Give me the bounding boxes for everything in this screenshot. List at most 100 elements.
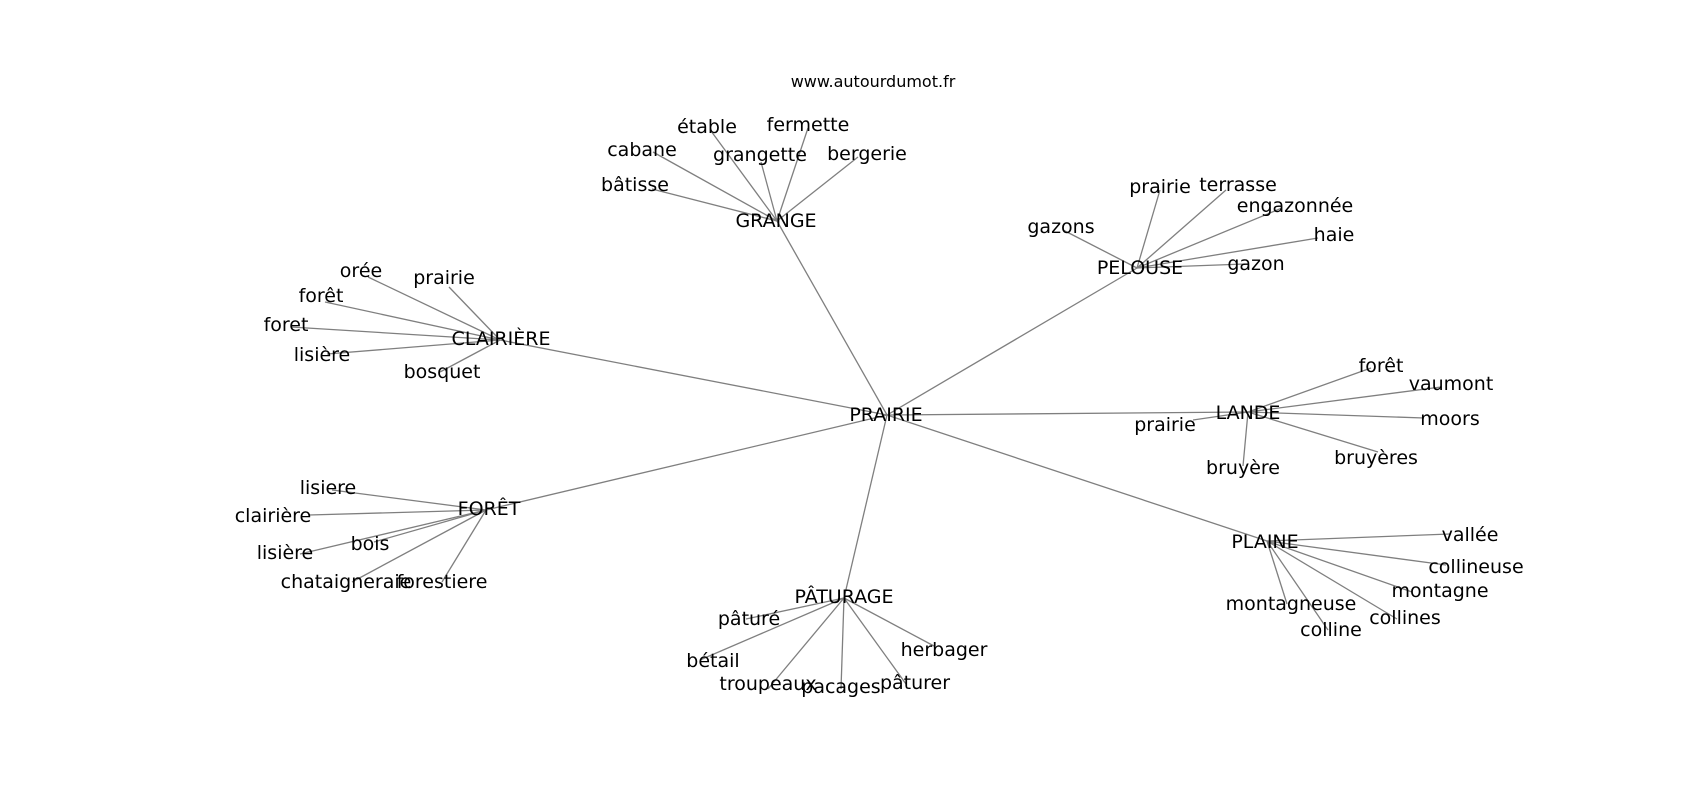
edge-paturage-to-paturer xyxy=(843,597,907,685)
node-label-foret-lande: forêt xyxy=(1359,355,1404,377)
edge-pelouse-to-terrasse xyxy=(1136,189,1227,269)
node-label-etable: étable xyxy=(677,116,737,138)
node-label-lande: LANDE xyxy=(1216,402,1281,424)
node-label-clairiere-leaf: clairière xyxy=(235,505,312,527)
node-label-bergerie: bergerie xyxy=(827,143,907,165)
edge-clairiere-to-bosquet xyxy=(439,339,501,373)
edge-clairiere-to-lisiere-clairiere xyxy=(326,339,501,355)
edge-foret-hub-to-forestiere xyxy=(441,509,487,583)
node-label-prairie-clairiere: prairie xyxy=(413,267,475,289)
node-label-paturer: pâturer xyxy=(880,672,950,694)
edges-layer xyxy=(290,127,1451,690)
edge-grange-to-grangette xyxy=(760,161,778,222)
edge-prairie-center-to-pelouse xyxy=(886,267,1138,416)
edge-lande-to-moors xyxy=(1247,411,1425,419)
edge-prairie-center-to-plaine xyxy=(886,414,1268,542)
node-label-troupeaux: troupeaux xyxy=(719,673,816,695)
edge-plaine-to-vallee xyxy=(1266,533,1451,542)
node-label-gazons: gazons xyxy=(1027,216,1094,238)
node-label-herbager: herbager xyxy=(901,639,988,661)
edge-lande-to-bruyeres xyxy=(1247,411,1379,453)
node-label-forestiere: forestiere xyxy=(397,571,488,593)
node-label-collineuse: collineuse xyxy=(1428,556,1523,578)
node-label-montagne: montagne xyxy=(1391,580,1488,602)
edge-paturage-to-pature xyxy=(745,597,845,620)
node-label-grange: GRANGE xyxy=(735,210,816,232)
node-label-bosquet: bosquet xyxy=(404,361,481,383)
node-label-prairie-pelouse: prairie xyxy=(1129,176,1191,198)
node-label-lisiere-clairiere: lisière xyxy=(294,344,351,366)
node-label-foret-hub: FORÊT xyxy=(458,497,521,520)
edge-lande-to-foret-lande xyxy=(1247,367,1372,413)
edge-grange-to-fermette xyxy=(776,127,809,222)
edge-clairiere-to-foret-accent-clairiere xyxy=(324,301,501,341)
node-label-bruyere: bruyère xyxy=(1206,457,1280,479)
edge-clairiere-to-oree xyxy=(367,276,501,341)
node-label-prairie-lande: prairie xyxy=(1134,414,1196,436)
edge-grange-to-cabane xyxy=(652,151,778,222)
edge-foret-hub-to-clairiere-leaf xyxy=(308,509,487,516)
node-label-montagneuse: montagneuse xyxy=(1226,593,1357,615)
node-label-engazonnee: engazonnée xyxy=(1237,195,1354,217)
edge-lande-to-prairie-lande xyxy=(1192,411,1249,421)
edge-plaine-to-montagne xyxy=(1266,540,1413,593)
edge-prairie-center-to-paturage xyxy=(843,414,888,599)
node-label-vaumont: vaumont xyxy=(1409,373,1494,395)
edge-foret-hub-to-chataigneraie xyxy=(351,509,487,583)
edge-pelouse-to-gazons xyxy=(1062,229,1138,269)
edge-plaine-to-collineuse xyxy=(1266,540,1447,566)
node-label-bruyeres: bruyères xyxy=(1334,447,1418,469)
node-label-plaine: PLAINE xyxy=(1231,531,1298,553)
node-label-cabane: cabane xyxy=(607,139,677,161)
edge-foret-hub-to-lisiere-foret xyxy=(299,509,487,555)
node-label-moors: moors xyxy=(1420,408,1479,430)
edge-paturage-to-herbager xyxy=(843,597,935,647)
source-watermark: www.autourdumot.fr xyxy=(791,72,956,91)
node-label-foret-accent-clairiere: forêt xyxy=(299,285,344,307)
edge-pelouse-to-prairie-pelouse xyxy=(1136,189,1161,269)
node-label-gazon: gazon xyxy=(1227,253,1284,275)
node-label-betail: bétail xyxy=(686,650,739,672)
node-label-pelouse: PELOUSE xyxy=(1097,257,1183,279)
node-label-haie: haie xyxy=(1314,224,1355,246)
node-label-oree: orée xyxy=(340,260,382,282)
node-label-pature: pâturé xyxy=(718,608,780,630)
node-label-fermette: fermette xyxy=(767,114,850,136)
edge-plaine-to-collines xyxy=(1266,540,1398,620)
node-label-batisse: bâtisse xyxy=(601,174,669,196)
edge-foret-hub-to-bois xyxy=(373,509,487,543)
edge-grange-to-batisse xyxy=(651,188,778,222)
edge-lande-to-bruyere xyxy=(1242,411,1249,467)
node-label-terrasse: terrasse xyxy=(1199,174,1277,196)
node-label-colline: colline xyxy=(1300,619,1362,641)
edge-plaine-to-montagneuse xyxy=(1266,540,1288,605)
node-label-foret-plain-clairiere: foret xyxy=(264,314,309,336)
edge-plaine-to-colline xyxy=(1266,540,1329,631)
node-label-vallee: vallée xyxy=(1442,524,1499,546)
node-label-lisiere-plain: lisiere xyxy=(300,477,357,499)
edge-prairie-center-to-grange xyxy=(776,220,888,416)
edge-paturage-to-troupeaux xyxy=(767,597,845,690)
edge-prairie-center-to-lande xyxy=(886,411,1249,416)
edge-prairie-center-to-foret-hub xyxy=(485,414,888,511)
edge-paturage-to-pacages xyxy=(840,597,845,690)
node-label-paturage: PÂTURAGE xyxy=(794,585,893,608)
edge-prairie-center-to-clairiere xyxy=(499,339,888,416)
node-label-collines: collines xyxy=(1369,607,1441,629)
edge-clairiere-to-prairie-clairiere xyxy=(448,286,501,341)
node-label-prairie-center: PRAIRIE xyxy=(849,404,922,426)
edge-clairiere-to-foret-plain-clairiere xyxy=(290,326,501,341)
edge-grange-to-etable xyxy=(710,130,778,222)
edge-paturage-to-betail xyxy=(699,597,845,661)
node-label-bois: bois xyxy=(351,533,390,555)
node-label-lisiere-foret: lisière xyxy=(257,542,314,564)
node-label-grangette: grangette xyxy=(713,144,807,166)
edge-lande-to-vaumont xyxy=(1247,386,1442,413)
edge-pelouse-to-gazon xyxy=(1136,263,1246,269)
node-label-pacages: pacages xyxy=(801,676,880,698)
edge-grange-to-bergerie xyxy=(776,156,859,222)
edge-foret-hub-to-lisiere-plain xyxy=(331,489,487,511)
edge-pelouse-to-engazonnee xyxy=(1136,207,1283,269)
labels-layer: PRAIRIE GRANGE étable fermette cabane granget… xyxy=(235,114,1524,698)
